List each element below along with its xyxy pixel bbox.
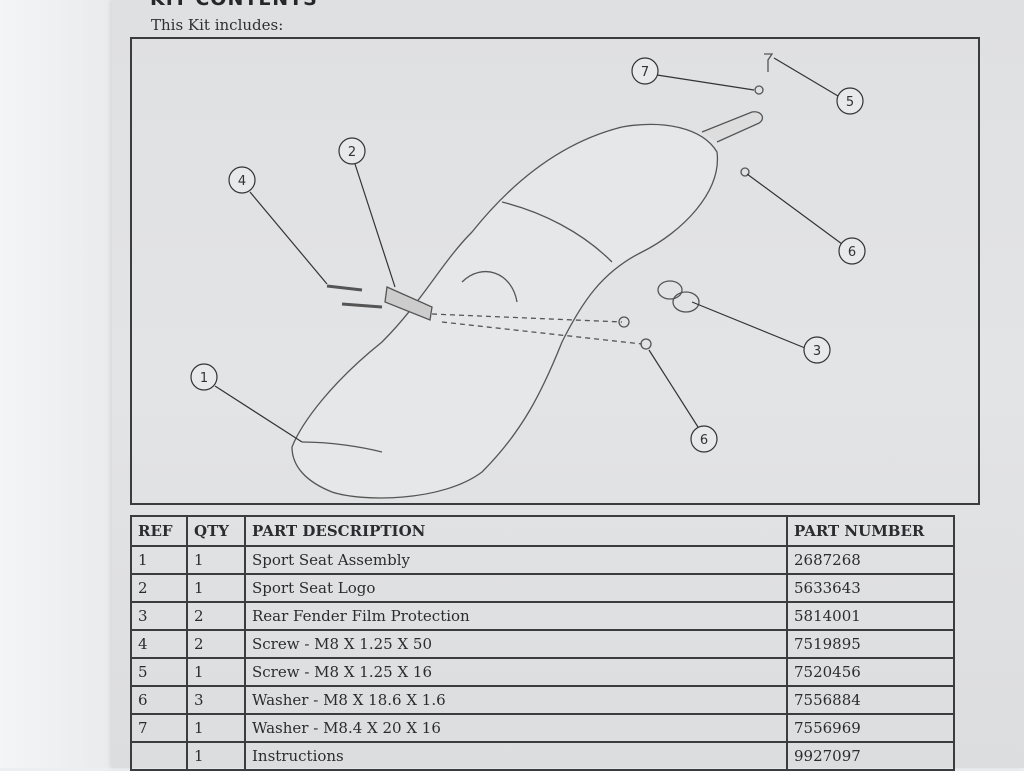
callout-label: 6 [700, 433, 708, 448]
cell-part-number: 5633643 [786, 573, 955, 603]
cell-qty: 1 [186, 713, 246, 743]
cell-qty: 2 [186, 601, 246, 631]
callout-label: 2 [348, 145, 356, 160]
header-part-number: PART NUMBER [786, 515, 955, 547]
section-heading: KIT CONTENTS [150, 0, 318, 10]
cell-description: Screw - M8 X 1.25 X 50 [244, 629, 788, 659]
callout-label: 3 [813, 344, 821, 359]
cell-ref: 5 [130, 657, 188, 687]
cell-part-number: 7556969 [786, 713, 955, 743]
cell-qty: 1 [186, 741, 246, 771]
callout-circle [631, 57, 659, 85]
cell-description: Sport Seat Assembly [244, 545, 788, 575]
cell-part-number: 7520456 [786, 657, 955, 687]
callout-label: 4 [238, 174, 246, 189]
cell-ref [130, 741, 188, 771]
seat-illustration: 1 2 3 4 5 6 6 7 [190, 53, 866, 499]
exploded-parts-diagram: 1 2 3 4 5 6 6 7 [130, 37, 980, 505]
callout-label: 1 [200, 371, 208, 386]
callout-circle [836, 87, 864, 115]
table-header-row: REF QTY PART DESCRIPTION PART NUMBER [130, 515, 955, 547]
cell-part-number: 5814001 [786, 601, 955, 631]
callout-circle [803, 336, 831, 364]
cell-part-number: 7556884 [786, 685, 955, 715]
callout-circle [838, 237, 866, 265]
cell-description: Rear Fender Film Protection [244, 601, 788, 631]
cell-part-number: 2687268 [786, 545, 955, 575]
callout-circle [190, 363, 218, 391]
cell-description: Screw - M8 X 1.25 X 16 [244, 657, 788, 687]
callout-circle [228, 166, 256, 194]
cell-ref: 1 [130, 545, 188, 575]
cell-description: Instructions [244, 741, 788, 771]
cell-ref: 2 [130, 573, 188, 603]
cell-description: Sport Seat Logo [244, 573, 788, 603]
cell-qty: 1 [186, 545, 246, 575]
cell-qty: 2 [186, 629, 246, 659]
header-description: PART DESCRIPTION [244, 515, 788, 547]
cell-ref: 3 [130, 601, 188, 631]
header-ref: REF [130, 515, 188, 547]
callout-circle [690, 425, 718, 453]
callout-label: 6 [848, 245, 856, 260]
callout-label: 7 [641, 65, 649, 80]
callout-label: 5 [846, 95, 854, 110]
section-subheading: This Kit includes: [151, 16, 284, 34]
cell-part-number: 7519895 [786, 629, 955, 659]
cell-qty: 1 [186, 573, 246, 603]
header-qty: QTY [186, 515, 246, 547]
cell-ref: 4 [130, 629, 188, 659]
cell-description: Washer - M8.4 X 20 X 16 [244, 713, 788, 743]
cell-description: Washer - M8 X 18.6 X 1.6 [244, 685, 788, 715]
cell-ref: 7 [130, 713, 188, 743]
cell-qty: 1 [186, 657, 246, 687]
seat-shape [291, 123, 718, 499]
background-edge [0, 0, 118, 768]
cell-ref: 6 [130, 685, 188, 715]
cell-qty: 3 [186, 685, 246, 715]
cell-part-number: 9927097 [786, 741, 955, 771]
callout-circle [338, 137, 366, 165]
